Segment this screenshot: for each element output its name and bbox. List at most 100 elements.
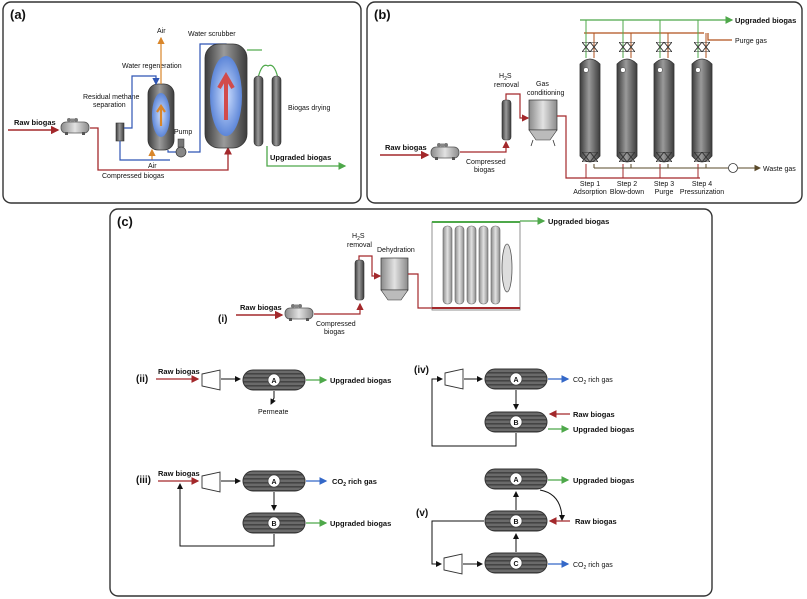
c-iv-module-a-label: A bbox=[513, 377, 518, 384]
b-step-3-line2: Purge bbox=[655, 189, 674, 196]
c-v-co2-label: CO2 rich gas bbox=[573, 562, 613, 571]
c-iii-module-a-label: A bbox=[271, 479, 276, 486]
a-upgraded-biogas-label: Upgraded biogas bbox=[270, 153, 331, 162]
b-gas-conditioning-unit bbox=[528, 99, 558, 131]
b-h2s-removal-vessel bbox=[501, 99, 512, 141]
b-step-4-line2: Pressurization bbox=[680, 189, 724, 196]
a-water-line-regen-in bbox=[124, 75, 160, 129]
c-iii-roman: (iii) bbox=[136, 475, 151, 486]
b-purge-inlet bbox=[707, 33, 732, 41]
a-pump-label: Pump bbox=[174, 129, 192, 136]
c-ii-module-a-badge bbox=[267, 373, 281, 387]
a-compressed-biogas-label: Compressed biogas bbox=[102, 173, 165, 180]
a-compressed-biogas-line bbox=[90, 127, 232, 171]
b-step-3-line1: Step 3 bbox=[654, 181, 674, 188]
b-waste-fan-icon bbox=[728, 163, 738, 173]
c-i-roman: (i) bbox=[218, 314, 227, 325]
c-iii-co2-label: CO2 rich gas bbox=[332, 477, 377, 488]
c-i-removal-label: removal bbox=[347, 242, 372, 249]
b-column-3 bbox=[653, 58, 675, 163]
b-feed-header-line bbox=[557, 115, 700, 179]
panel-b: (b) Raw biogas Compressed biogas H2S rem… bbox=[366, 1, 803, 204]
panel-a: (a) Raw biogas Compressed biogas Residua… bbox=[2, 1, 362, 204]
b-step-1-line1: Step 1 bbox=[580, 181, 600, 188]
a-residual-methane-label-2: separation bbox=[93, 102, 126, 109]
c-v-roman: (v) bbox=[416, 508, 428, 519]
a-water-regeneration-arrow-icon bbox=[156, 104, 166, 126]
c-iv-compressor-icon bbox=[444, 368, 464, 390]
b-column-2 bbox=[616, 58, 638, 163]
a-air-top-label: Air bbox=[157, 28, 166, 35]
c-iv-recycle-line bbox=[431, 376, 517, 447]
c-iii-upgraded-biogas-label: Upgraded biogas bbox=[330, 519, 391, 528]
panel-c-frame bbox=[109, 208, 713, 597]
b-gas-conditioning-label-2: conditioning bbox=[527, 90, 564, 97]
c-ii-module-a-label: A bbox=[271, 378, 276, 385]
a-pump-motor-icon bbox=[177, 138, 185, 148]
c-v-module-a-badge bbox=[509, 472, 523, 486]
c-i-h2s-label: H2S bbox=[352, 233, 365, 242]
b-removal-label: removal bbox=[494, 82, 519, 89]
b-step-2-line1: Step 2 bbox=[617, 181, 637, 188]
b-column-1 bbox=[579, 58, 601, 163]
c-i-compressed-label-2: biogas bbox=[324, 329, 345, 336]
c-iii-scheme: (iii) Raw biogas A CO2 rich gas B Upgrad… bbox=[136, 469, 391, 547]
b-step-4-line1: Step 4 bbox=[692, 181, 712, 188]
a-residual-methane-vessel bbox=[115, 122, 125, 142]
c-ii-compressor-icon bbox=[201, 369, 221, 391]
c-v-module-b-badge bbox=[509, 514, 523, 528]
c-i-h2s-vessel bbox=[354, 259, 365, 301]
c-ii-upgraded-biogas-label: Upgraded biogas bbox=[330, 376, 391, 385]
b-h2s-to-gas-line bbox=[505, 93, 530, 122]
c-i-module-4 bbox=[478, 225, 489, 305]
b-bottom-valves: Waste gas bbox=[582, 152, 796, 178]
b-step-labels: Step 1 Adsorption Step 2 Blow-down Step … bbox=[573, 181, 724, 196]
a-water-scrubber-label: Water scrubber bbox=[188, 31, 236, 38]
a-biogas-drying-label: Biogas drying bbox=[288, 105, 331, 112]
a-upgraded-biogas-line bbox=[266, 146, 347, 170]
b-upgraded-biogas-label: Upgraded biogas bbox=[735, 16, 796, 25]
panel-a-tag: (a) bbox=[10, 7, 26, 22]
c-i-module-1 bbox=[442, 225, 453, 305]
c-v-module-c-badge bbox=[509, 556, 523, 570]
b-column-4 bbox=[691, 58, 713, 163]
c-i-h2s-to-dehyd-line bbox=[358, 255, 382, 280]
c-ii-scheme: (ii) Raw biogas A Upgraded biogas Permea… bbox=[136, 367, 391, 416]
c-ii-raw-biogas-label: Raw biogas bbox=[158, 367, 200, 376]
c-i-scheme: (i) Raw biogas Compressed biogas H2S rem… bbox=[218, 217, 609, 336]
panel-b-tag: (b) bbox=[374, 7, 391, 22]
b-top-valves bbox=[582, 20, 710, 58]
b-h2s-label: H2S bbox=[499, 73, 512, 82]
c-iv-upgraded-biogas-label: Upgraded biogas bbox=[573, 425, 634, 434]
c-v-module-c-label: C bbox=[513, 561, 518, 568]
c-v-module-a-label: A bbox=[513, 477, 518, 484]
b-compressed-line bbox=[460, 140, 510, 153]
a-residual-methane-label-1: Residual methane bbox=[83, 94, 140, 101]
c-iii-module-b-label: B bbox=[271, 521, 276, 528]
c-iv-raw-biogas-label: Raw biogas bbox=[573, 410, 615, 419]
a-water-scrubber-arrow-icon bbox=[217, 72, 235, 120]
a-air-bottom-label: Air bbox=[148, 163, 157, 170]
b-compressed-label-1: Compressed bbox=[466, 159, 506, 166]
a-pump-icon bbox=[175, 146, 187, 158]
c-i-dehydration-hopper bbox=[380, 289, 409, 301]
panel-c: (c) (i) Raw biogas Compressed biogas H2S… bbox=[109, 208, 713, 597]
b-gas-conditioning-hopper bbox=[528, 129, 558, 141]
c-iii-module-a-badge bbox=[267, 474, 281, 488]
c-iv-scheme: (iv) A CO2 rich gas B Raw biogas Upgrade… bbox=[414, 365, 634, 447]
b-compressed-label-2: biogas bbox=[474, 167, 495, 174]
c-ii-roman: (ii) bbox=[136, 374, 148, 385]
panel-a-frame bbox=[2, 1, 362, 204]
c-v-raw-biogas-label: Raw biogas bbox=[575, 517, 617, 526]
c-iii-module-b-badge bbox=[267, 516, 281, 530]
c-i-dehydration-label: Dehydration bbox=[377, 247, 415, 254]
c-iv-module-b-label: B bbox=[513, 420, 518, 427]
c-i-membrane-modules bbox=[442, 225, 513, 305]
c-i-module-3 bbox=[466, 225, 477, 305]
c-i-module-2 bbox=[454, 225, 465, 305]
a-water-regeneration-label: Water regeneration bbox=[122, 63, 182, 70]
panel-c-tag: (c) bbox=[117, 214, 133, 229]
a-drying-loop-line bbox=[257, 64, 279, 79]
c-v-upgraded-biogas-label: Upgraded biogas bbox=[573, 476, 634, 485]
